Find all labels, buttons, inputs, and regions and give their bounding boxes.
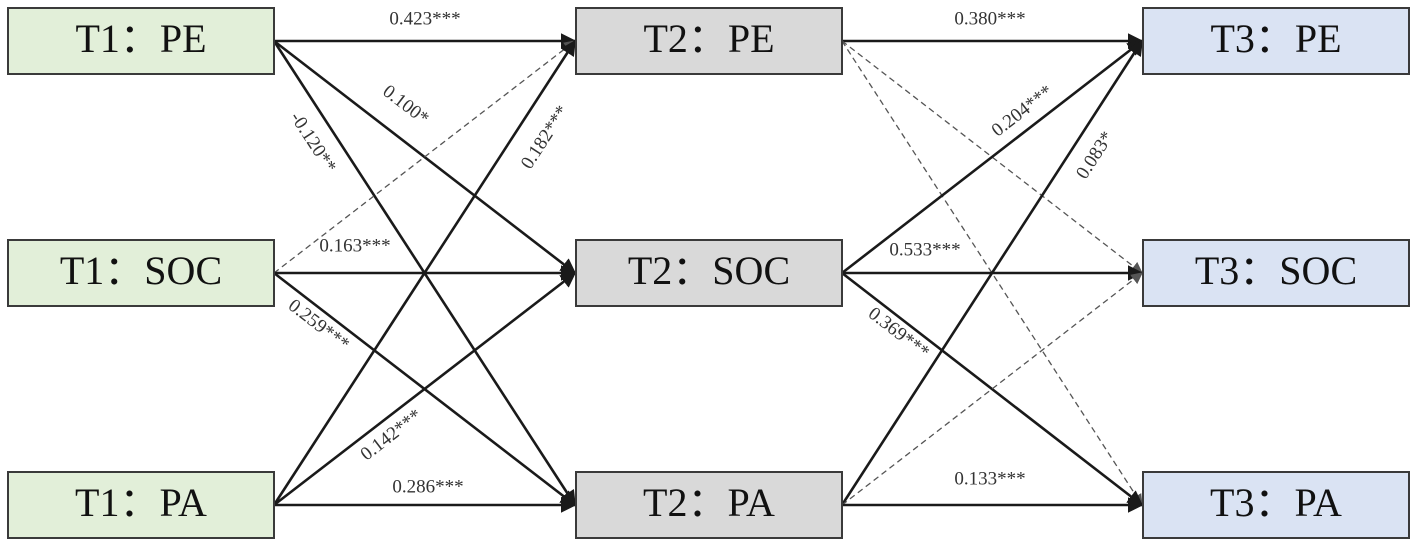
edge-label-t1pa-to-t2pa: 0.286*** [392,476,463,497]
node-t3pa: T3：PA [1142,471,1410,539]
node-t1pa: T1：PA [7,471,275,539]
node-box-t2soc [575,239,843,307]
edge-t1soc-to-t2pe [273,40,576,274]
edge-t2pa-to-t3pe [840,39,1144,506]
node-t1pe: T1：PE [7,7,275,75]
edge-label-t1pe-to-t2soc: 0.100* [379,81,433,129]
node-t3pe: T3：PE [1142,7,1410,75]
node-label-t2soc: T2：SOC [628,248,790,293]
node-t2pa: T2：PA [575,471,843,539]
edge-t2pa-to-t3soc [841,272,1143,506]
node-t1soc: T1：SOC [7,239,275,307]
nodes-layer: T1：PE T1：SOC T1：PA T2：PE T2：SOC T2：PA T3：PE T3：… [7,7,1410,539]
node-label-t1pe: T1：PE [75,16,206,61]
edge-label-t1soc-to-t2soc: 0.163*** [319,235,390,256]
node-label-t2pe: T2：PE [643,16,774,61]
edge-t1pa-to-t2pe [272,39,577,506]
node-box-t1pa [7,471,275,539]
node-label-t3pa: T3：PA [1210,480,1342,525]
node-t2soc: T2：SOC [575,239,843,307]
edge-label-t2pe-to-t3pe: 0.380*** [954,8,1025,29]
node-box-t2pa [575,471,843,539]
edge-t2pe-to-t3soc [841,40,1143,274]
edge-t2pe-to-t3pa [841,40,1143,506]
edge-label-t2soc-to-t3soc: 0.533*** [889,239,960,260]
node-label-t2pa: T2：PA [643,480,775,525]
node-box-t3pe [1142,7,1410,75]
node-box-t1pe [7,7,275,75]
edge-label-t2pa-to-t3pe: 0.083* [1072,128,1118,183]
node-label-t3pe: T3：PE [1210,16,1341,61]
node-t3soc: T3：SOC [1142,239,1410,307]
node-box-t3soc [1142,239,1410,307]
edge-label-t1pe-to-t2pe: 0.423*** [389,8,460,29]
node-label-t1soc: T1：SOC [60,248,222,293]
edge-t1pa-to-t2soc [273,271,577,507]
node-label-t3soc: T3：SOC [1195,248,1357,293]
edge-label-t2soc-to-t3pa: 0.369*** [864,303,933,363]
edge-t2soc-to-t3pe [841,39,1144,275]
edge-t2soc-to-t3pa [841,271,1144,507]
node-label-t1pa: T1：PA [75,480,207,525]
edge-label-t2pa-to-t3pa: 0.133*** [954,468,1025,489]
edge-label-t1pe-to-t2pa: -0.120** [286,108,341,177]
edges-layer [272,33,1144,513]
node-box-t3pa [1142,471,1410,539]
node-t2pe: T2：PE [575,7,843,75]
node-box-t1soc [7,239,275,307]
node-box-t2pe [575,7,843,75]
edge-label-t1pa-to-t2pe: 0.182*** [517,102,573,173]
